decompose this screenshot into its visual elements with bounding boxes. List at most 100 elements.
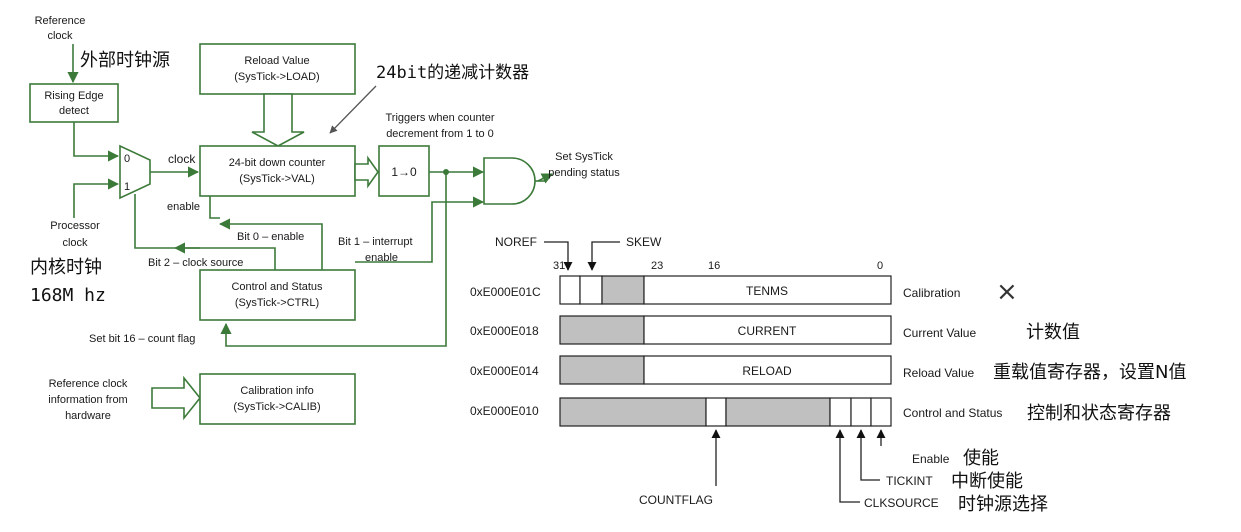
rising-edge-label-2: detect [59,105,89,117]
one-to-zero-label: 1→0 [391,165,417,179]
bit-23-label: 23 [651,260,663,272]
reserved-cell [601,275,645,305]
bit2-clock-source-line [134,194,276,270]
bit0-enable-line [218,218,323,270]
countflag-bit-cell [705,397,727,427]
mux-input-0: 0 [124,153,130,165]
current-register-name: Current Value [903,326,976,340]
core-clock-cn-label: 内核时钟 [30,257,102,278]
reload-register-cn: 重载值寄存器，设置N值 [993,362,1186,383]
counter-output-arrow [354,155,379,189]
count-flag-line [220,172,447,347]
enable-stub [209,196,220,219]
reserved-cell-current [559,315,645,345]
mux-input-1: 1 [124,181,130,193]
clksource-cn: 时钟源选择 [958,494,1048,515]
trigger-note-2: decrement from 1 to 0 [386,128,494,140]
tickint-bit-cell [850,397,872,427]
reload-field [643,355,892,385]
calib-register-address: 0xE000E01C [470,285,541,299]
bit0-enable-label: Bit 0 – enable [237,231,304,243]
reserved-cell-ctrl-mid [725,397,831,427]
set-pending-label-1: Set SysTick [555,151,613,163]
down-counter-box [199,145,356,197]
current-label: CURRENT [738,324,797,338]
tenms-label: TENMS [746,284,788,298]
reload-register-name: Reload Value [903,366,974,380]
current-register-address: 0xE000E018 [470,324,539,338]
noref-bit-cell [559,275,581,305]
skew-arrow [587,241,620,271]
and-gate [483,157,536,205]
bit1-interrupt-label-2: enable [365,252,398,264]
calibration-info-box [199,373,356,425]
reserved-cell-ctrl-high [559,397,707,427]
calib-ref-label-3: hardware [65,410,111,422]
processor-clock-to-mux-line [73,178,120,218]
skew-label: SKEW [626,235,662,249]
bit1-interrupt-line [355,196,485,263]
current-register-cn: 计数值 [1026,322,1080,343]
tickint-arrow [856,429,880,481]
bit1-interrupt-label: Bit 1 – interrupt [338,236,413,248]
reload-value-register: (SysTick->LOAD) [234,71,319,83]
reload-value-box [199,43,356,95]
counter-annotation-arrow [329,85,377,134]
counter-annotation-cn: 24bit的递减计数器 [376,63,529,83]
tickint-label: TICKINT [886,474,933,488]
reference-clock-label-2: clock [47,30,73,42]
calibration-info-register: (SysTick->CALIB) [233,401,320,413]
current-field [643,315,892,345]
enable-bit-cell [870,397,892,427]
bit-0-label: 0 [877,260,883,272]
reference-clock-label: Reference [35,15,86,27]
clksource-arrow [835,429,860,503]
ctrl-register-name: Control and Status [903,406,1002,420]
calibration-register-name: Calibration [903,286,960,300]
calibration-info-label: Calibration info [240,385,313,397]
calib-ref-label-1: Reference clock [49,378,128,390]
rising-edge-to-mux-line [73,122,120,162]
clksource-bit-cell [829,397,852,427]
set-pending-label-2: pending status [548,167,620,179]
tickint-cn: 中断使能 [951,471,1023,492]
down-counter-label: 24-bit down counter [229,157,326,169]
cross-mark: × [996,277,1018,307]
enable-bit-label: Enable [912,452,950,466]
bit-31-label: 31 [553,260,565,272]
calib-ref-label-2: information from [48,394,127,406]
and-gate-output-arrow [537,173,554,184]
enable-label: enable [167,201,200,213]
enable-bit-cn: 使能 [963,448,999,469]
processor-clock-label: Processor [50,220,100,232]
control-status-register: (SysTick->CTRL) [235,297,319,309]
clock-mux [119,144,151,200]
noref-label: NOREF [495,235,537,249]
frequency-label: 168M hz [30,285,106,306]
reload-label: RELOAD [742,364,792,378]
reload-register-address: 0xE000E014 [470,364,539,378]
bit-16-label: 16 [708,260,720,272]
reserved-cell-reload [559,355,645,385]
control-status-box [199,269,356,321]
reload-value-label: Reload Value [244,55,309,67]
ctrl-register-address: 0xE000E010 [470,404,539,418]
trigger-note-1: Triggers when counter [385,112,494,124]
down-counter-register: (SysTick->VAL) [239,173,314,185]
reload-load-arrow [251,93,305,147]
skew-bit-cell [579,275,603,305]
ctrl-register-cn: 控制和状态寄存器 [1027,403,1171,424]
noref-arrow [544,241,573,271]
external-clock-cn-label: 外部时钟源 [80,50,170,71]
countflag-label: COUNTFLAG [639,493,713,507]
clksource-label: CLKSOURCE [864,496,939,510]
rising-edge-label: Rising Edge [44,90,103,102]
control-status-label: Control and Status [231,281,323,293]
set-bit16-label: Set bit 16 – count flag [89,333,195,345]
one-to-zero-box [378,145,430,197]
bit2-clock-source-label: Bit 2 – clock source [148,257,243,269]
tenms-field [643,275,892,305]
processor-clock-label-2: clock [62,237,88,249]
clock-label: clock [168,152,196,166]
